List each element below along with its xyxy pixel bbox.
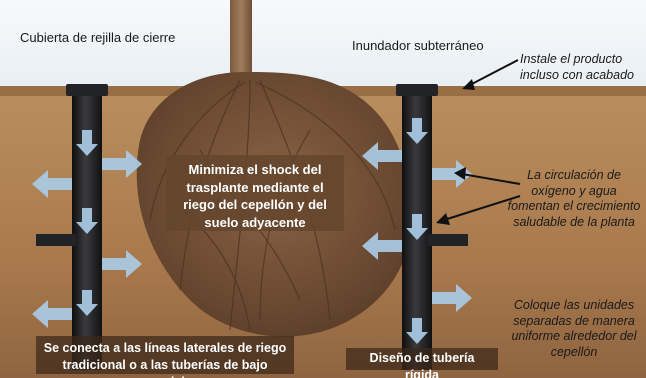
center-info-box: Minimiza el shock del trasplante mediant… [166, 155, 344, 231]
install-note: Instale el producto incluso con acabado [520, 52, 646, 83]
circulation-note: La circulación de oxígeno y agua fomenta… [504, 168, 644, 231]
tree-trunk-icon [230, 0, 252, 84]
bottom-left-info-box: Se conecta a las líneas laterales de rie… [36, 336, 294, 374]
subsurface-flooder-label: Inundador subterráneo [352, 38, 484, 54]
placement-note: Coloque las unidades separadas de manera… [504, 298, 644, 361]
bottom-right-info-box: Diseño de tubería rígida [346, 348, 498, 370]
grate-cover-label: Cubierta de rejilla de cierre [20, 30, 175, 46]
